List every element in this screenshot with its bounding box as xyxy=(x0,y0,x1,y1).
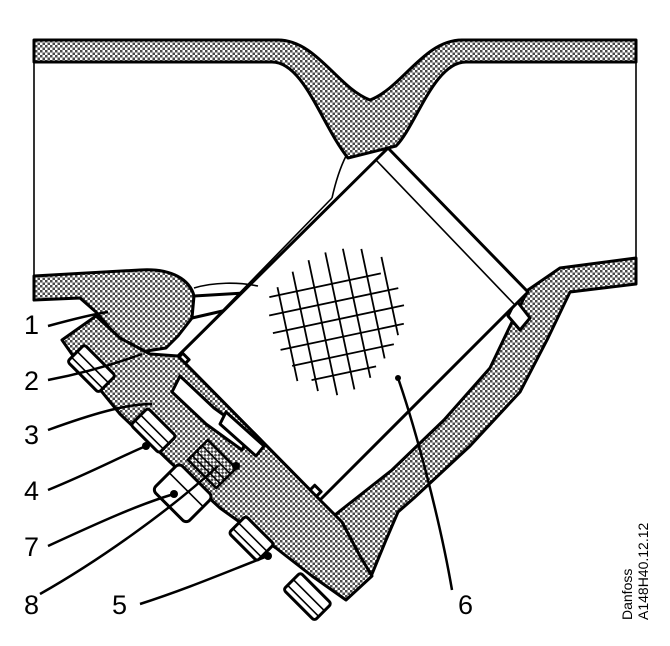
leader-line-8 xyxy=(39,465,219,596)
leader-line-4 xyxy=(47,444,147,492)
callout-7: 7 xyxy=(24,532,39,562)
bolt-head-upper xyxy=(67,344,116,393)
bolt-head-middle xyxy=(130,407,177,454)
plug-thread xyxy=(186,438,238,490)
leader-line-3 xyxy=(47,402,153,432)
drawing-code-brand: Danfoss xyxy=(619,569,635,620)
leader-line-7 xyxy=(47,492,175,548)
callout-2: 2 xyxy=(24,366,39,396)
screen-curve-left xyxy=(193,282,259,289)
leader-line-6 xyxy=(396,377,454,591)
callout-8: 8 xyxy=(24,590,39,620)
callout-3: 3 xyxy=(24,420,39,450)
callout-4: 4 xyxy=(24,476,39,506)
callout-6: 6 xyxy=(458,590,473,620)
drawing-code-number: A148H40.12.12 xyxy=(635,522,651,620)
bolt-head-bottom xyxy=(283,572,332,621)
thread-dot xyxy=(232,462,240,470)
leader-line-1 xyxy=(47,310,109,328)
callout-1: 1 xyxy=(24,310,39,340)
body-upper-wall xyxy=(32,38,638,160)
cover-seat-groove xyxy=(218,410,266,458)
screen-mesh-grid xyxy=(268,248,405,396)
leader-line-2 xyxy=(47,352,143,382)
screen-inner-line-top xyxy=(375,159,515,305)
callout-5: 5 xyxy=(112,590,127,620)
screen-curve-top xyxy=(331,155,347,199)
leader-line-5 xyxy=(139,554,269,606)
screen-inner-line-left xyxy=(187,197,333,347)
bolt-head-lower xyxy=(228,515,275,562)
